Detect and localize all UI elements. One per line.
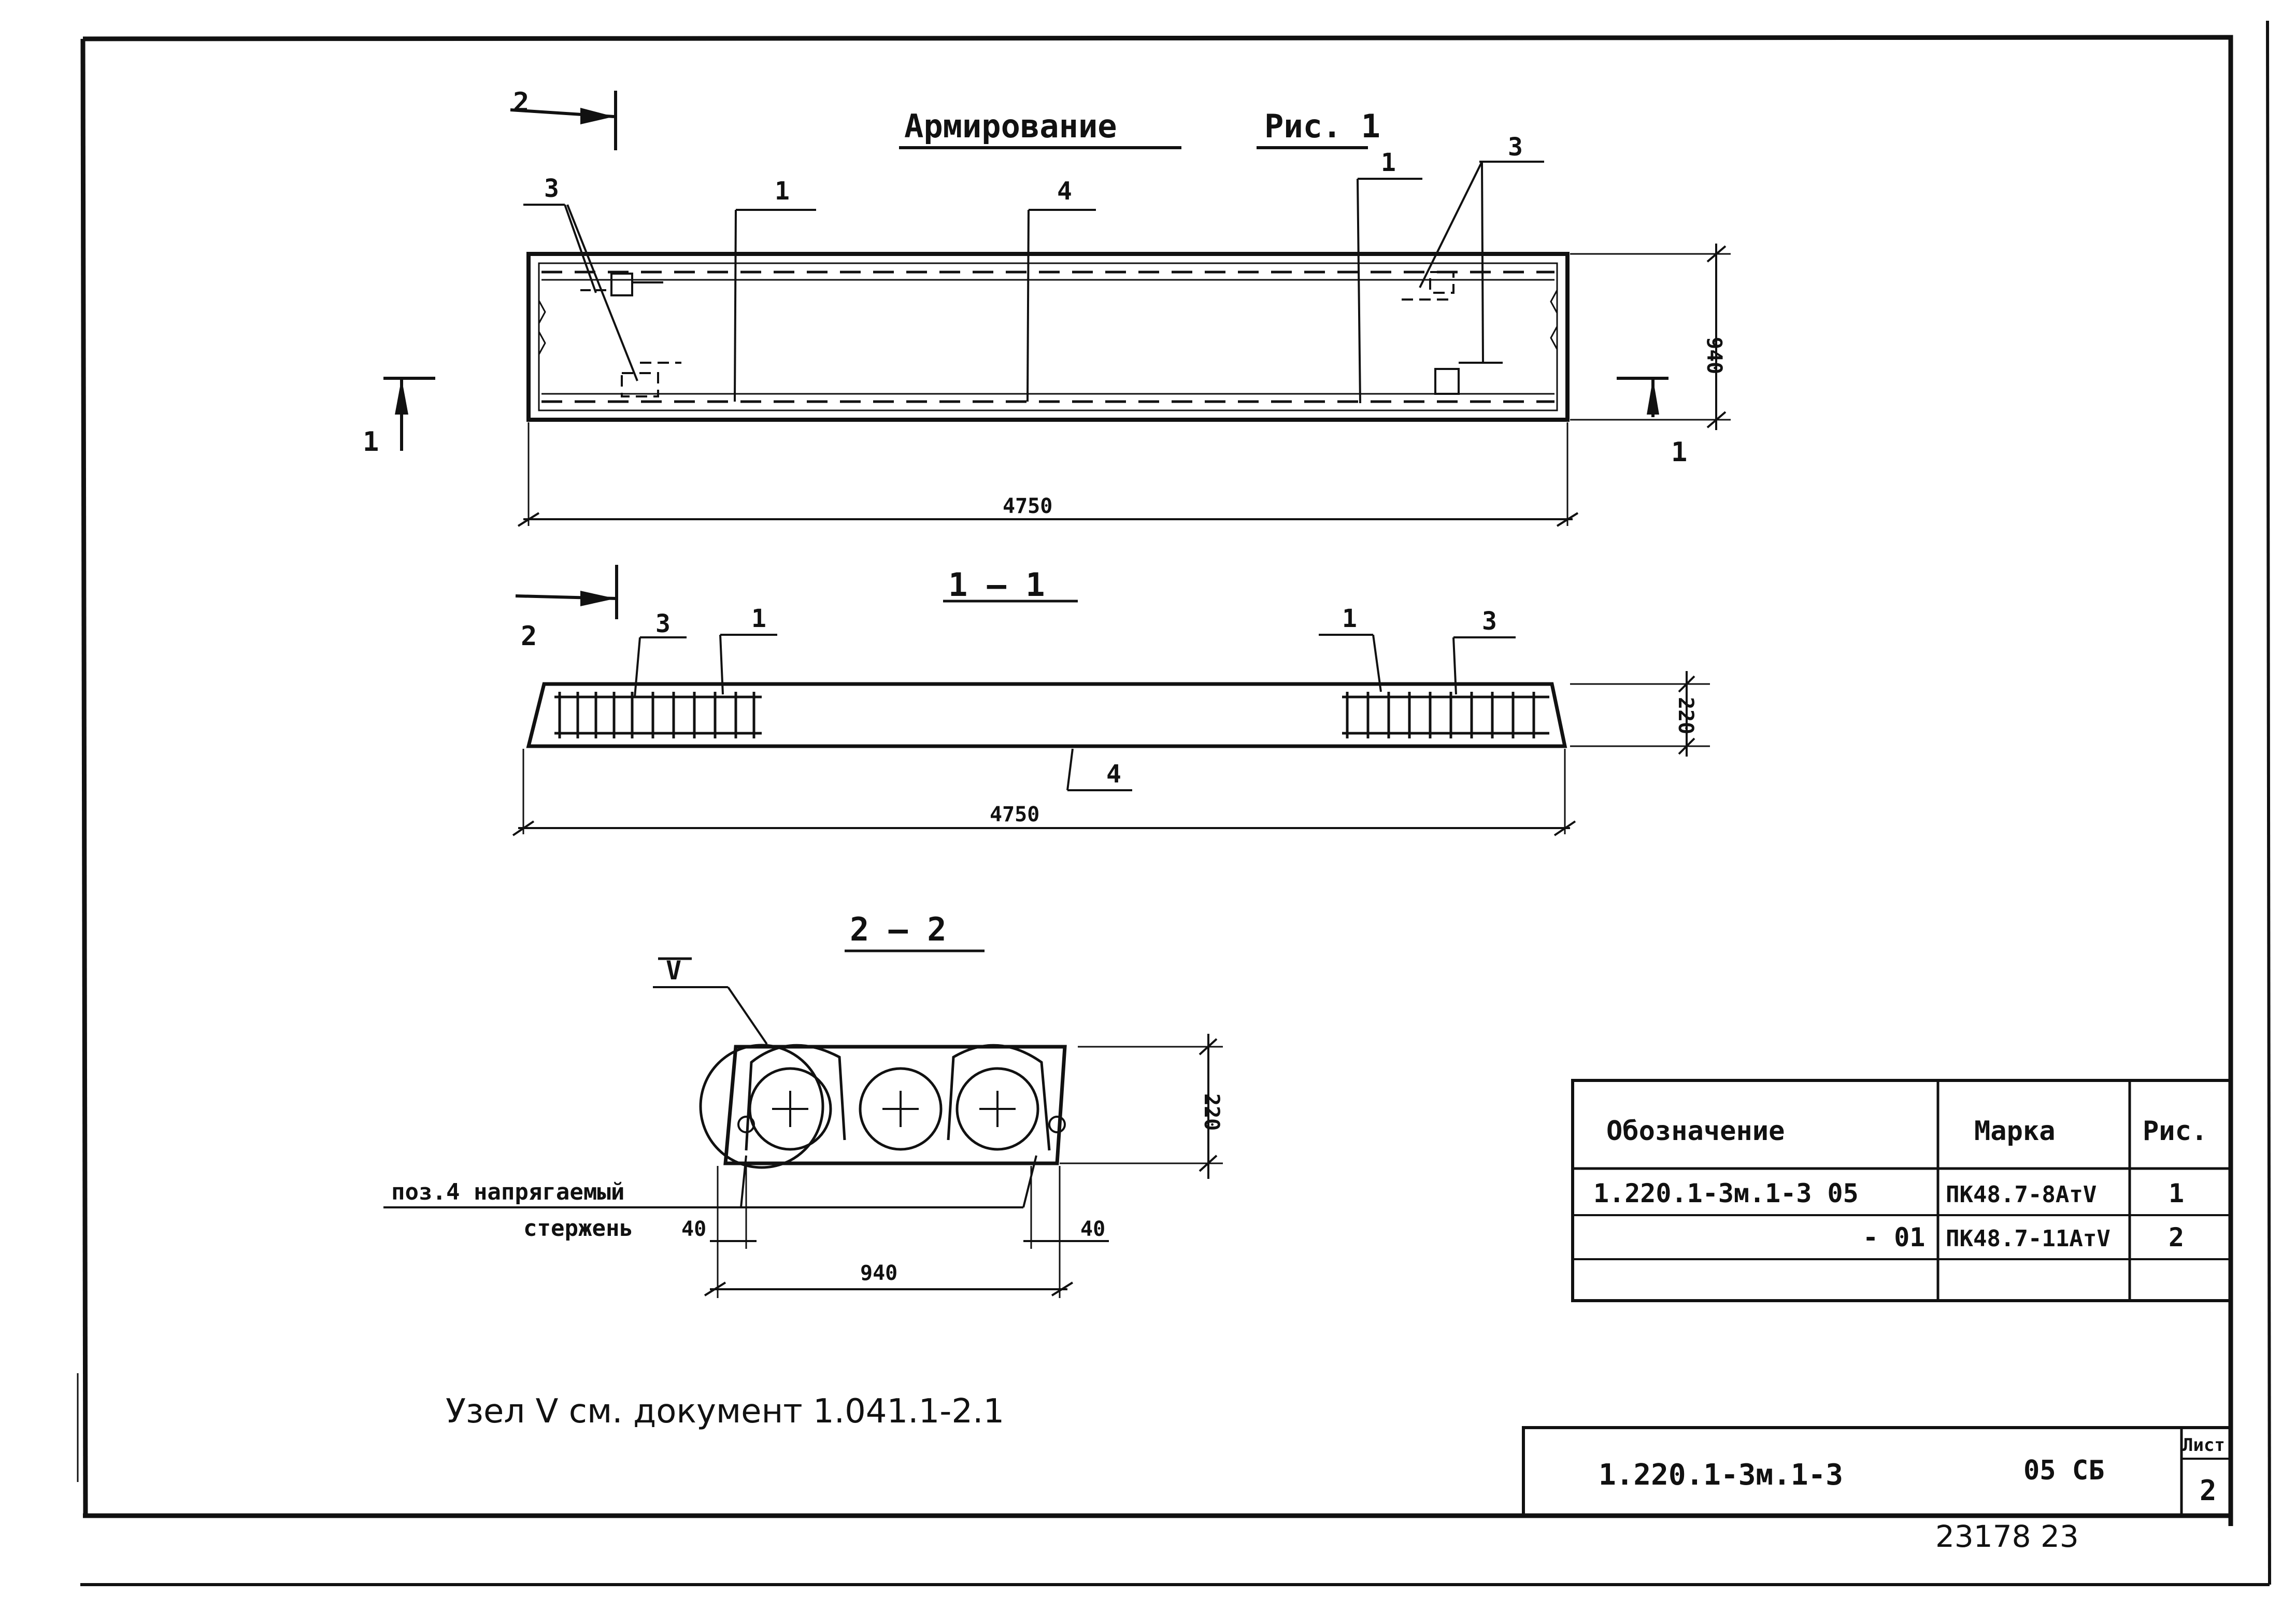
callout-1-plan-left: 1: [775, 177, 790, 206]
table-row-2-designation: - 01: [1863, 1222, 1925, 1252]
drawing-title: Армирование: [904, 107, 1117, 145]
callout-1-sec11-left: 1: [751, 604, 766, 633]
spec-table: [1571, 1079, 2232, 1302]
heading: Армирование Рис. 1: [899, 107, 1380, 149]
section-1-1-view: [512, 634, 1710, 836]
section-1-1-title: 1 — 1: [948, 566, 1045, 604]
tendon-note-line1: поз.4 напрягаемый: [391, 1179, 624, 1205]
table-row-2-mark: ПК48.7-11АтV: [1946, 1226, 2110, 1252]
table-row-1-mark: ПК48.7-8АтV: [1946, 1181, 2097, 1208]
figure-label: Рис. 1: [1264, 107, 1380, 145]
sheet-frame: [77, 20, 2271, 1586]
callout-4-plan: 4: [1057, 177, 1072, 206]
title-block-sheet-label: Лист: [2183, 1435, 2225, 1456]
section-2-marker-top: 2: [513, 87, 529, 118]
table-row-2-figure: 2: [2169, 1222, 2184, 1252]
section-1-1-length-dimension: 4750: [990, 803, 1039, 827]
section-2-2-view: [383, 986, 1223, 1298]
plan-leaders: [523, 161, 1544, 404]
table-row-1-figure: 1: [2169, 1178, 2184, 1208]
tendon-note-line2: стержень: [523, 1215, 633, 1242]
plan-view: [517, 244, 1731, 527]
table-row-1-designation: 1.220.1-3м.1-3 05: [1593, 1178, 1859, 1208]
section-1-marker-left: 1: [363, 426, 379, 458]
callout-4-sec11: 4: [1106, 760, 1121, 789]
callout-3-plan-right: 3: [1508, 133, 1523, 162]
table-header-figure: Рис.: [2143, 1116, 2207, 1147]
title-block-sheet-number: 2: [2200, 1474, 2217, 1507]
callout-1-plan-right: 1: [1381, 148, 1396, 177]
section-2-2-title: 2 — 2: [850, 910, 947, 948]
callout-3-sec11-right: 3: [1482, 607, 1497, 636]
node-v-callout: V: [666, 956, 681, 986]
section-1-1-height-dimension: 220: [1674, 697, 1698, 734]
section-2-2-height-dimension: 220: [1200, 1093, 1223, 1131]
title-block-suffix: 05 СБ: [2023, 1455, 2105, 1486]
plan-length-dimension: 4750: [1003, 494, 1052, 518]
edge-dimension-right: 40: [1080, 1217, 1105, 1241]
table-header-mark: Марка: [1974, 1116, 2056, 1147]
section-markers: [383, 91, 1668, 619]
section-2-2-width-dimension: 940: [860, 1261, 897, 1285]
node-reference-note: Узел V см. документ 1.041.1-2.1: [446, 1392, 1004, 1431]
callout-3-sec11-left: 3: [655, 609, 671, 638]
section-1-marker-right: 1: [1671, 437, 1687, 468]
plan-width-dimension: 940: [1702, 337, 1726, 374]
edge-dimension-left: 40: [681, 1217, 706, 1241]
title-block: [1522, 1426, 2232, 1517]
callout-1-sec11-right: 1: [1342, 604, 1357, 633]
section-2-marker-mid: 2: [521, 621, 537, 652]
title-block-code: 1.220.1-3м.1-3: [1599, 1458, 1843, 1492]
archive-number: 23178 23: [1935, 1519, 2079, 1554]
callout-3-plan-left: 3: [544, 174, 559, 203]
table-header-designation: Обозначение: [1606, 1116, 1785, 1147]
